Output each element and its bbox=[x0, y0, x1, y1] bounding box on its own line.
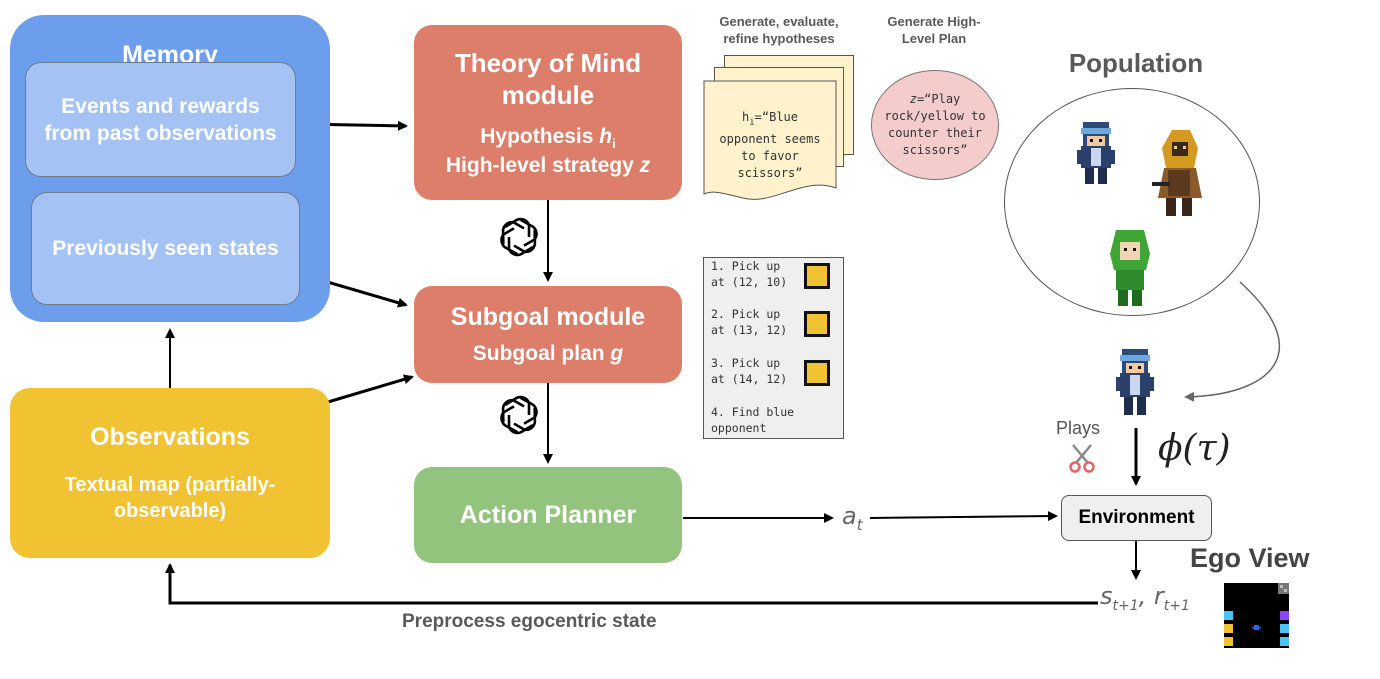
hypothesis-note-text: =“Blue opponent seems to favor scissors” bbox=[719, 110, 821, 181]
tom-strategy-var: z bbox=[639, 153, 651, 177]
subgoal-item-4: 4. Find blue opponent bbox=[711, 405, 795, 435]
tom-hypothesis-var: h bbox=[599, 125, 613, 149]
plan-note-var: z bbox=[909, 92, 917, 106]
state-var: s bbox=[1100, 582, 1113, 610]
population-title: Population bbox=[1068, 48, 1204, 78]
reward-sub: t+1 bbox=[1163, 597, 1190, 614]
subgoal-item-3: 3. Pick up at (14, 12) bbox=[711, 356, 788, 386]
subgoal-title: Subgoal module bbox=[450, 303, 646, 331]
elf-sprite-icon bbox=[1110, 230, 1150, 306]
tom-strategy-line: High-level strategy z bbox=[446, 154, 650, 178]
openai-logo-icon bbox=[500, 217, 538, 257]
subgoal-plan-line: Subgoal plan g bbox=[473, 342, 624, 366]
subgoal-item-2: 2. Pick up at (13, 12) bbox=[711, 307, 788, 337]
arrow-preprocess-loop bbox=[165, 563, 1098, 605]
hypothesis-note-var: h bbox=[741, 110, 750, 124]
plan-circle: z=“Play rock/yellow to counter their sci… bbox=[871, 70, 999, 180]
ninja-sprite-icon bbox=[1116, 349, 1154, 415]
subgoal-list-panel: 1. Pick up at (12, 10) 2. Pick up at (13… bbox=[703, 257, 844, 439]
memory-events-label: Events and rewards from past observation… bbox=[44, 94, 277, 145]
observations-title: Observations bbox=[90, 422, 250, 451]
plan-note-text: =“Play rock/yellow to counter their scis… bbox=[884, 92, 986, 157]
phi-tau-label: ϕ(τ) bbox=[1158, 428, 1231, 469]
memory-events-box: Events and rewards from past observation… bbox=[25, 62, 296, 177]
subgoal-item-1: 1. Pick up at (12, 10) bbox=[711, 259, 788, 289]
arrow-at-to-env bbox=[869, 511, 1058, 522]
subgoal-plan-var: g bbox=[610, 342, 624, 365]
action-planner-module: Action Planner bbox=[414, 467, 682, 563]
note-front-shape bbox=[703, 80, 837, 200]
ego-view-image bbox=[1224, 583, 1289, 648]
openai-logo-icon bbox=[500, 395, 538, 435]
action-var: a bbox=[842, 502, 857, 530]
arrow-obs-to-subgoal bbox=[327, 374, 414, 404]
environment-box: Environment bbox=[1061, 495, 1212, 541]
tom-hypothesis-line: Hypothesis hi bbox=[480, 125, 615, 151]
ninja-sprite-icon bbox=[1077, 122, 1115, 184]
plan-header: Generate High-Level Plan bbox=[887, 14, 981, 46]
yellow-item-square bbox=[804, 263, 830, 289]
hypothesis-note: hi=“Blue opponent seems to favor scissor… bbox=[703, 92, 837, 182]
rogue-sprite-icon bbox=[1152, 130, 1202, 216]
yellow-item-square bbox=[804, 360, 830, 386]
memory-states-box: Previously seen states bbox=[31, 192, 300, 305]
action-planner-title: Action Planner bbox=[459, 500, 637, 529]
subgoal-plan-label: Subgoal plan bbox=[472, 342, 611, 365]
ego-view-title: Ego View bbox=[1190, 543, 1310, 573]
state-reward-label: st+1, rt+1 bbox=[1100, 582, 1190, 614]
observations-panel: Observations Textual map (partially-obse… bbox=[10, 388, 330, 558]
tom-hypothesis-sub: i bbox=[612, 136, 616, 152]
arrow-population-to-agent bbox=[1184, 281, 1281, 402]
plan-note: z=“Play rock/yellow to counter their sci… bbox=[884, 91, 985, 159]
tom-module: Theory of Mind module Hypothesis hi High… bbox=[414, 25, 682, 200]
tom-hypothesis-label: Hypothesis bbox=[480, 125, 600, 149]
plays-label: Plays bbox=[1056, 418, 1101, 438]
hypotheses-header: Generate, evaluate, refine hypotheses bbox=[719, 14, 839, 46]
tom-strategy-label: High-level strategy bbox=[445, 153, 640, 177]
tom-title: Theory of Mind module bbox=[454, 48, 642, 111]
subgoal-module: Subgoal module Subgoal plan g bbox=[414, 286, 682, 383]
reward-var: r bbox=[1153, 582, 1164, 610]
action-sub: t bbox=[856, 515, 863, 534]
action-at-label: at bbox=[842, 502, 863, 534]
environment-label: Environment bbox=[1078, 507, 1195, 528]
observations-subtitle: Textual map (partially-observable) bbox=[64, 473, 276, 522]
hypothesis-note-sub: i bbox=[749, 117, 755, 128]
state-sub: t+1 bbox=[1112, 597, 1139, 614]
preprocess-label: Preprocess egocentric state bbox=[402, 611, 657, 632]
yellow-item-square bbox=[804, 311, 830, 337]
scissors-icon bbox=[1069, 444, 1095, 473]
memory-states-label: Previously seen states bbox=[52, 237, 279, 260]
